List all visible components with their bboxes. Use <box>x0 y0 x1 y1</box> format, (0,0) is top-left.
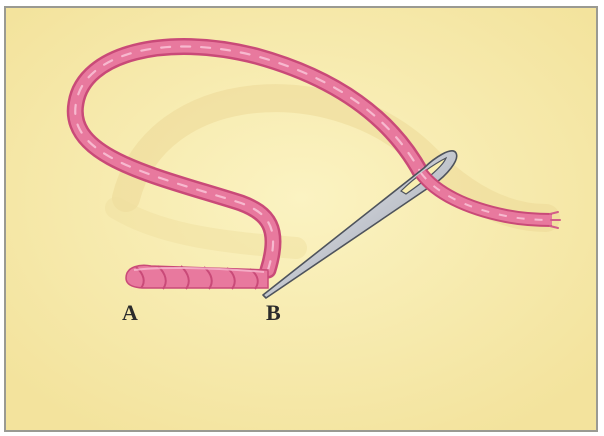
point-a-label: A <box>122 302 138 324</box>
illustration-frame: A B <box>4 6 598 432</box>
point-b-label: B <box>266 302 281 324</box>
stitch-icon <box>126 265 268 289</box>
stitch-illustration <box>6 8 596 430</box>
